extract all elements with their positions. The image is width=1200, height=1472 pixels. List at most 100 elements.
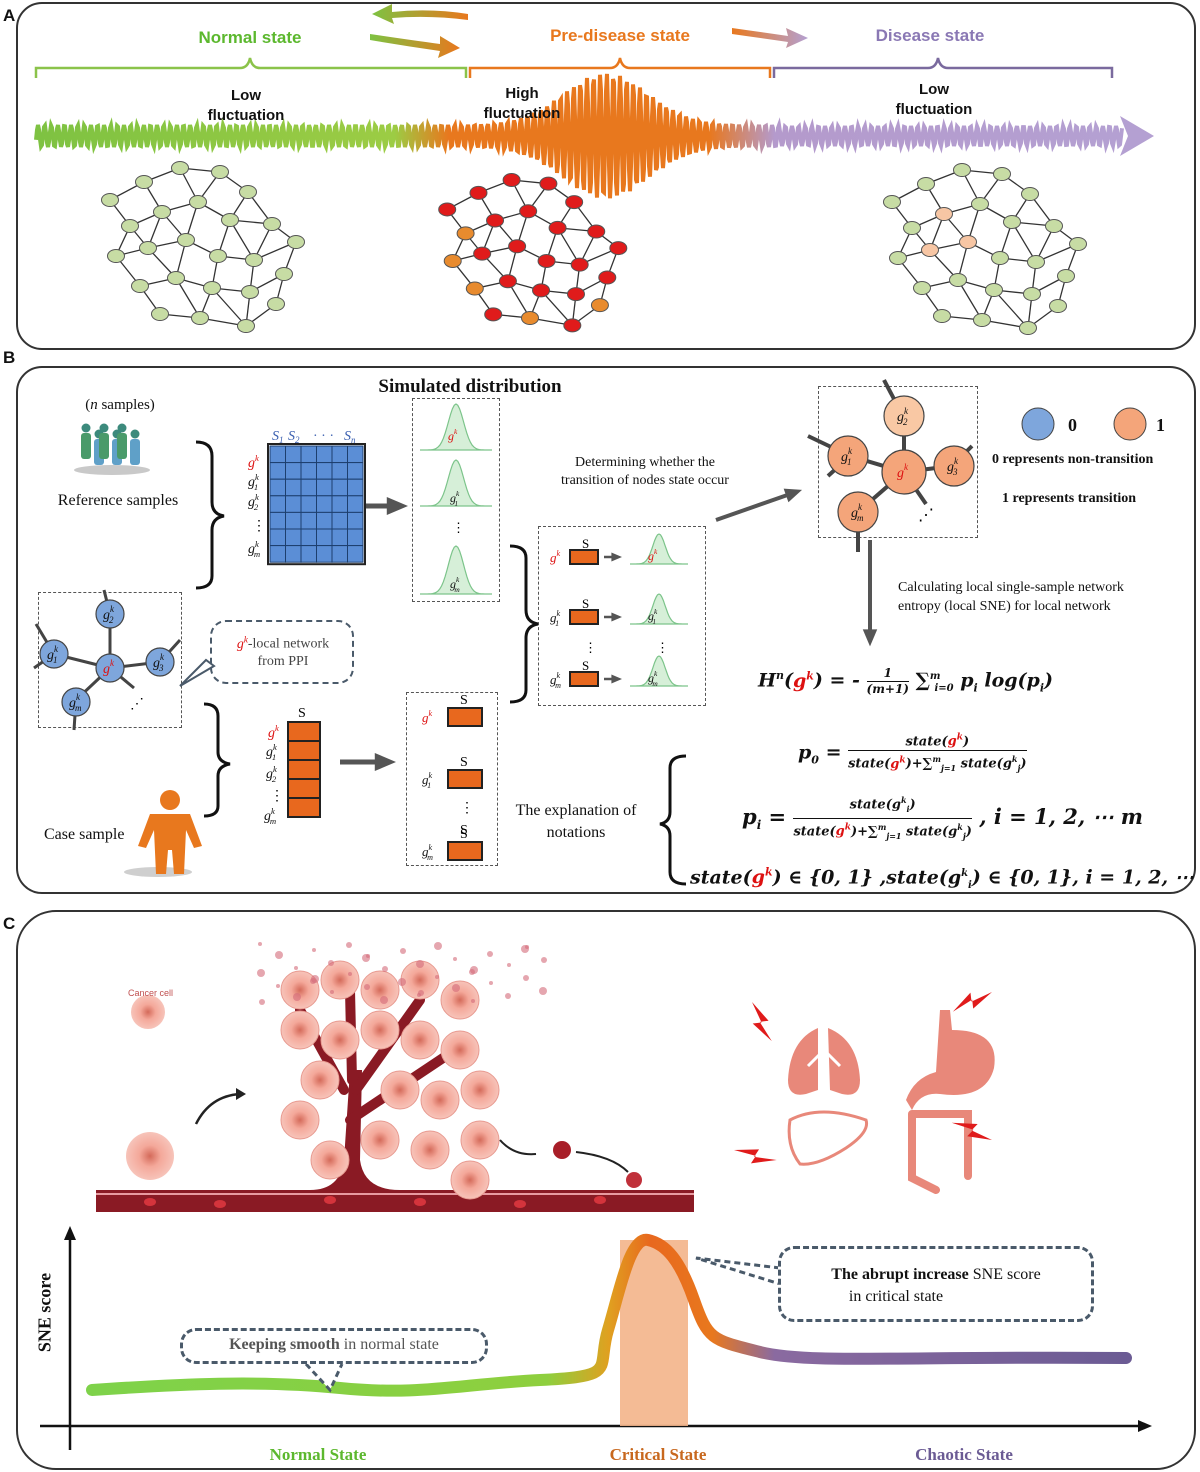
particle <box>348 972 352 976</box>
vessel-body <box>96 1070 694 1212</box>
superscript: k <box>273 764 277 774</box>
vertical-dots: ⋮ <box>584 640 597 655</box>
blood-cell <box>514 1200 526 1208</box>
matrix-cell <box>316 495 333 513</box>
particle <box>507 963 511 967</box>
matrix-cell <box>316 445 333 464</box>
matrix-cell <box>300 462 317 480</box>
people-icon <box>74 423 150 475</box>
tumor-cell <box>410 1130 450 1170</box>
subscript: m <box>75 703 82 713</box>
legend-zero-desc: 0 represents non-transition <box>992 452 1154 467</box>
fluctuation-wave <box>34 73 1124 199</box>
network-node <box>883 195 901 209</box>
distribution-box-1 <box>412 398 500 602</box>
tumor-cell <box>450 1160 490 1200</box>
matrix-cell <box>269 511 286 530</box>
particle <box>418 990 424 996</box>
network-node <box>287 235 305 249</box>
legend-zero-label: 0 <box>1068 415 1077 435</box>
superscript: k <box>255 453 259 463</box>
network-node <box>917 177 935 191</box>
particle <box>366 954 370 958</box>
column-s-label: S <box>582 536 589 551</box>
subscript: 2 <box>903 417 908 427</box>
state-formula: state(gk) ∈ {0, 1} ,state(gki) ∈ {0, 1},… <box>690 866 1200 892</box>
network-node <box>177 233 195 247</box>
network-node <box>456 226 475 241</box>
node <box>883 395 925 437</box>
vertical-dots: ⋮ <box>252 519 266 534</box>
legend-one-desc: 1 represents transition <box>1002 491 1137 506</box>
person-body <box>130 439 140 465</box>
network-node <box>135 175 153 189</box>
network-edge <box>1011 221 1037 263</box>
network-node <box>889 251 907 265</box>
explanation-text-2: notations <box>546 824 606 841</box>
determining-text-2: transition of nodes state occur <box>561 473 729 488</box>
reference-samples-label: Reference samples <box>57 492 179 509</box>
superscript: k <box>76 692 81 702</box>
diagonal-dots: ⋰ <box>918 507 934 524</box>
matrix-cell <box>285 495 302 513</box>
particle <box>400 948 406 954</box>
network-node <box>275 267 293 281</box>
subscript: 1 <box>272 752 276 762</box>
network-node <box>1023 287 1041 301</box>
network-node <box>1027 255 1045 269</box>
tumor-cell <box>280 1100 320 1140</box>
arrow-head <box>862 629 878 647</box>
tumor-cell <box>300 1060 340 1100</box>
matrix-cell <box>316 478 333 497</box>
low-fluctuation-2-b: fluctuation <box>895 101 973 118</box>
entropy-formula: Hn(gk) = - 1(m+1) ∑mi=0 pi log(pi) <box>758 666 1053 696</box>
subscript: 1 <box>652 617 656 626</box>
particle <box>294 966 298 970</box>
low-fluctuation-1-b: fluctuation <box>207 107 285 124</box>
person-icon <box>124 790 202 877</box>
superscript: k <box>654 547 658 556</box>
x-axis-arrow-icon <box>1138 1420 1152 1432</box>
subscript: 1 <box>53 655 58 665</box>
subscript: m <box>427 853 433 862</box>
particle <box>453 957 457 961</box>
metastatic-cell-icon <box>553 1141 571 1159</box>
distribution-curve <box>630 533 688 565</box>
subscript: 1 <box>279 435 284 445</box>
callout-smooth-rest: in normal state <box>339 1336 439 1353</box>
column-s-label: S <box>582 596 589 611</box>
tumor-cell <box>460 1070 500 1110</box>
callout-smooth-bold: Keeping smooth <box>229 1336 340 1353</box>
lung-icon <box>828 1028 860 1095</box>
lightning-stomach-icon <box>952 992 992 1012</box>
matrix-cell <box>269 495 286 513</box>
network-edge <box>229 219 255 261</box>
superscript: k <box>429 771 433 780</box>
x-label-critical: Critical State <box>609 1445 707 1464</box>
gene-label: gk <box>422 709 433 725</box>
matrix-cell <box>347 545 364 563</box>
diagonal-dots: ⋰ <box>130 697 144 712</box>
distribution-curve <box>630 593 688 625</box>
gene-label: gk <box>448 427 458 443</box>
matrix-cell <box>300 495 317 513</box>
arrow-head <box>611 674 622 684</box>
person-head <box>160 790 180 810</box>
subscript: 2 <box>109 615 114 625</box>
matrix-cell <box>269 462 286 480</box>
tumor-cell <box>280 970 320 1010</box>
superscript: k <box>904 406 909 416</box>
arrow-head <box>611 552 622 562</box>
distribution-box-2 <box>538 526 706 706</box>
legend-zero-circle <box>1021 407 1055 441</box>
callout-smooth <box>180 1328 488 1364</box>
network-node <box>949 273 967 287</box>
person-head <box>130 429 140 439</box>
network-node <box>131 279 149 293</box>
matrix-cell <box>347 495 364 513</box>
